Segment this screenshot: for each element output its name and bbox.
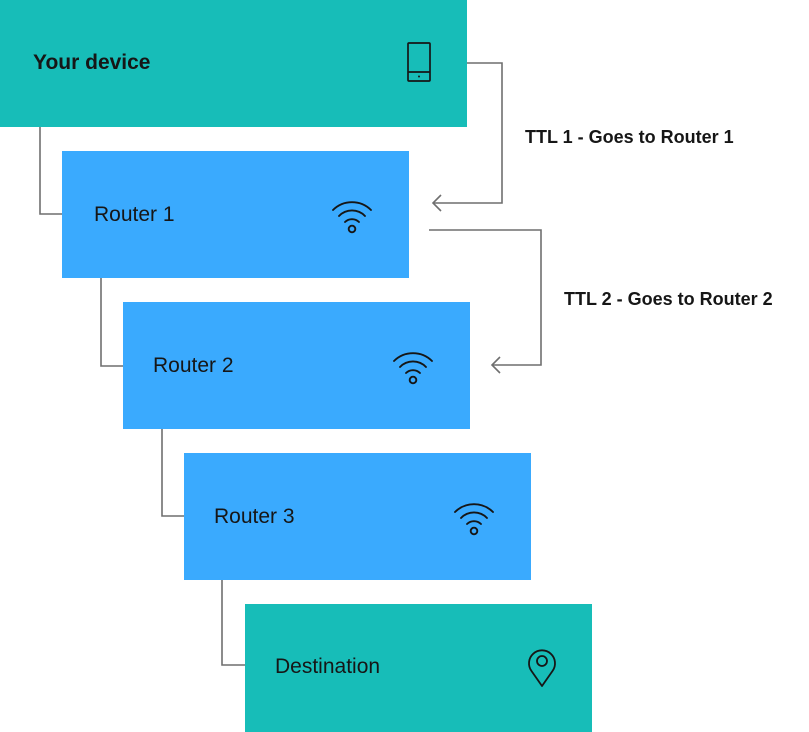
wifi-icon bbox=[330, 193, 374, 237]
wifi-icon bbox=[452, 495, 496, 539]
device-label: Your device bbox=[33, 51, 151, 74]
router1-label: Router 1 bbox=[94, 203, 175, 226]
connector-router1-router2 bbox=[100, 278, 123, 367]
router3-node: Router 3 bbox=[184, 453, 531, 580]
location-pin-icon bbox=[520, 644, 564, 688]
connector-router2-router3 bbox=[161, 429, 184, 517]
ttl2-arrow-line bbox=[429, 229, 542, 366]
router1-node: Router 1 bbox=[62, 151, 409, 278]
wifi-icon bbox=[391, 344, 435, 388]
ttl1-arrow-line bbox=[433, 62, 503, 204]
ttl1-arrowhead bbox=[431, 194, 442, 212]
router2-label: Router 2 bbox=[153, 354, 234, 377]
ttl2-annotation: TTL 2 - Goes to Router 2 bbox=[564, 289, 773, 309]
ttl1-annotation: TTL 1 - Goes to Router 1 bbox=[525, 127, 734, 147]
router2-node: Router 2 bbox=[123, 302, 470, 429]
connector-device-router1 bbox=[39, 126, 62, 215]
destination-node: Destination bbox=[245, 604, 592, 732]
destination-label: Destination bbox=[275, 655, 381, 678]
router3-label: Router 3 bbox=[214, 505, 295, 528]
connector-router3-destination bbox=[221, 580, 245, 666]
mobile-phone-icon bbox=[397, 40, 441, 84]
ttl2-arrowhead bbox=[490, 356, 501, 374]
device-node: Your device bbox=[0, 0, 467, 127]
